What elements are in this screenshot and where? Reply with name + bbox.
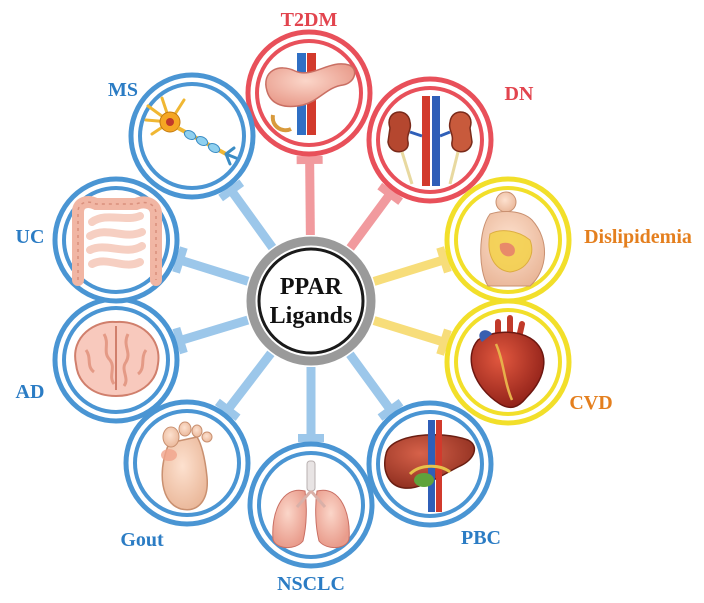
center-inner-ring: [257, 247, 365, 355]
label-pbc: PBC: [461, 527, 501, 549]
node-dn: DN: [366, 76, 534, 204]
arrow-shaft: [372, 255, 446, 286]
axon-terminal-shape: [224, 146, 238, 166]
pancreas-icon: [265, 53, 356, 135]
inhibition-bar: [377, 182, 404, 205]
arrow-shaft: [346, 351, 395, 413]
node-uc: UC: [16, 176, 180, 304]
myelin-sheath-shape: [207, 142, 221, 154]
arrow-shaft: [227, 187, 277, 251]
node-dys: Dislipidemia: [444, 176, 692, 304]
big-toe-shape: [162, 426, 180, 448]
colon-segments-shape: [77, 201, 157, 280]
node-cvd: CVD: [444, 298, 613, 426]
toe-shape: [201, 431, 213, 443]
duodenum-shape: [270, 114, 292, 133]
arrow-shaft: [178, 315, 250, 345]
arrow-shaft: [372, 316, 446, 347]
label-cvd: CVD: [569, 392, 612, 414]
arrow-nsclc: [298, 367, 324, 442]
arrow-dn: [346, 182, 404, 251]
neuron-icon: [144, 96, 238, 166]
inhibition-bar: [172, 246, 188, 274]
arrow-ms: [218, 179, 277, 251]
arrow-pbc: [346, 351, 404, 421]
pancreas-shape: [265, 63, 356, 108]
node-gout: Gout: [120, 399, 251, 551]
bile-duct-shape: [408, 464, 451, 476]
inhibition-bar: [172, 326, 188, 355]
inhibition-bar: [377, 398, 404, 421]
bronchi-shape: [295, 490, 327, 508]
vein-shape: [479, 330, 492, 342]
inhibition-bar: [436, 328, 452, 356]
brain-icon: [74, 320, 160, 398]
label-dn: DN: [505, 83, 534, 105]
renal-vessels-shape: [409, 130, 451, 138]
foot-icon: [161, 421, 213, 511]
myelin-sheath-shape: [195, 135, 209, 147]
intestine-icon: [72, 196, 162, 286]
label-ms: MS: [108, 79, 138, 101]
inhibition-bar: [436, 246, 452, 274]
gallbladder-shape: [414, 473, 434, 487]
right-kidney-shape: [448, 111, 473, 153]
coronary-shape: [494, 343, 514, 401]
node-ms: MS: [108, 72, 256, 200]
ureter-shape: [400, 151, 460, 185]
aorta-shape: [422, 96, 430, 186]
small-intestine-shape: [86, 212, 146, 269]
gyri-shape: [84, 333, 148, 387]
node-ad: AD: [16, 296, 180, 424]
toe-shape: [191, 424, 203, 438]
heart-shape: [470, 331, 545, 409]
arrow-shaft: [305, 159, 315, 236]
node-nsclc: NSCLC: [247, 441, 375, 595]
inhibition-bar: [218, 179, 245, 202]
dendrites-shape: [144, 96, 186, 136]
label-nsclc: NSCLC: [277, 573, 345, 595]
lungs-icon: [272, 460, 350, 548]
head-shape: [495, 191, 517, 213]
center-node: PPAR Ligands: [246, 236, 376, 366]
label-t2dm: T2DM: [281, 9, 338, 31]
arrow-gout: [214, 350, 275, 421]
vena-cava-shape: [432, 96, 440, 186]
myelin-sheath-shape: [183, 129, 197, 141]
inhibition-bar: [214, 398, 241, 421]
organ-shape: [499, 242, 515, 257]
arrow-shaft: [178, 255, 250, 286]
label-uc: UC: [16, 226, 45, 248]
arrow-uc: [172, 246, 250, 286]
inhibition-arrows: [172, 155, 452, 442]
left-kidney-shape: [387, 111, 412, 153]
label-ad: AD: [16, 381, 45, 403]
arrow-ad: [172, 315, 250, 355]
arrow-shaft: [346, 191, 394, 251]
center-title-line1: PPAR: [280, 274, 343, 300]
trachea-shape: [306, 460, 316, 492]
arrow-cvd: [372, 316, 452, 356]
heart-icon: [470, 315, 545, 409]
label-dys: Dislipidemia: [584, 226, 692, 248]
kidney-icon: [387, 96, 473, 186]
foot-shape: [161, 436, 208, 511]
obese-body-icon: [480, 191, 545, 287]
center-title-line2: Ligands: [270, 303, 353, 329]
node-pbc: PBC: [366, 400, 501, 549]
arrow-t2dm: [296, 155, 323, 236]
label-gout: Gout: [120, 529, 164, 551]
toe-shape: [178, 421, 192, 437]
arrow-dys: [372, 246, 452, 286]
node-t2dm: T2DM: [245, 9, 373, 157]
liver-icon: [384, 420, 476, 512]
nucleus-shape: [166, 118, 174, 126]
inflamed-joint-shape: [161, 449, 177, 461]
arrow-shaft: [224, 350, 275, 413]
